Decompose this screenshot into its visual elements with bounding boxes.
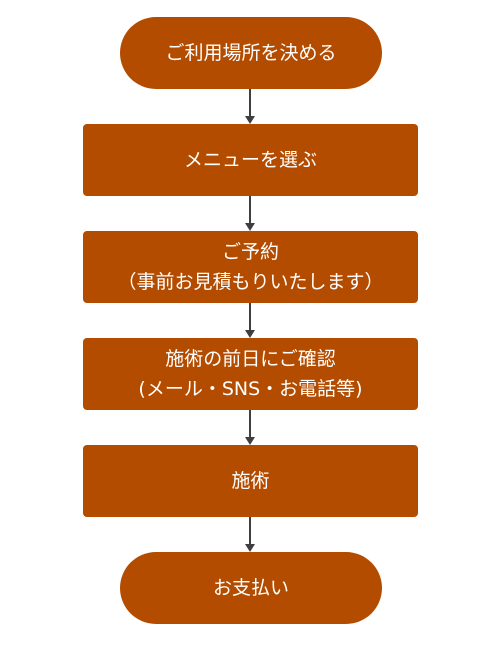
connector-4	[249, 410, 251, 438]
arrowhead-1	[245, 116, 255, 124]
step-start-node: ご利用場所を決める	[120, 17, 382, 89]
connector-3	[249, 303, 251, 331]
arrowhead-3	[245, 330, 255, 338]
step-menu-label: メニューを選ぶ	[183, 149, 317, 171]
step-payment-node: お支払い	[120, 552, 382, 624]
step-confirmation-note: (メール・SNS・お電話等)	[138, 378, 363, 400]
step-confirmation-node: 施術の前日にご確認 (メール・SNS・お電話等)	[83, 338, 418, 410]
arrowhead-5	[245, 544, 255, 552]
arrowhead-4	[245, 437, 255, 445]
arrowhead-2	[245, 223, 255, 231]
step-start-label: ご利用場所を決める	[165, 42, 337, 64]
step-reservation-note: （事前お見積もりいたします）	[117, 271, 384, 293]
connector-5	[249, 517, 251, 545]
step-treatment-label: 施術	[231, 470, 270, 492]
step-reservation-label: ご予約	[221, 241, 279, 263]
step-payment-label: お支払い	[212, 577, 289, 599]
step-confirmation-label: 施術の前日にご確認	[165, 348, 336, 370]
step-menu-node: メニューを選ぶ	[83, 124, 418, 196]
connector-1	[249, 89, 251, 117]
step-reservation-node: ご予約 （事前お見積もりいたします）	[83, 231, 418, 303]
step-treatment-node: 施術	[83, 445, 418, 517]
connector-2	[249, 196, 251, 224]
